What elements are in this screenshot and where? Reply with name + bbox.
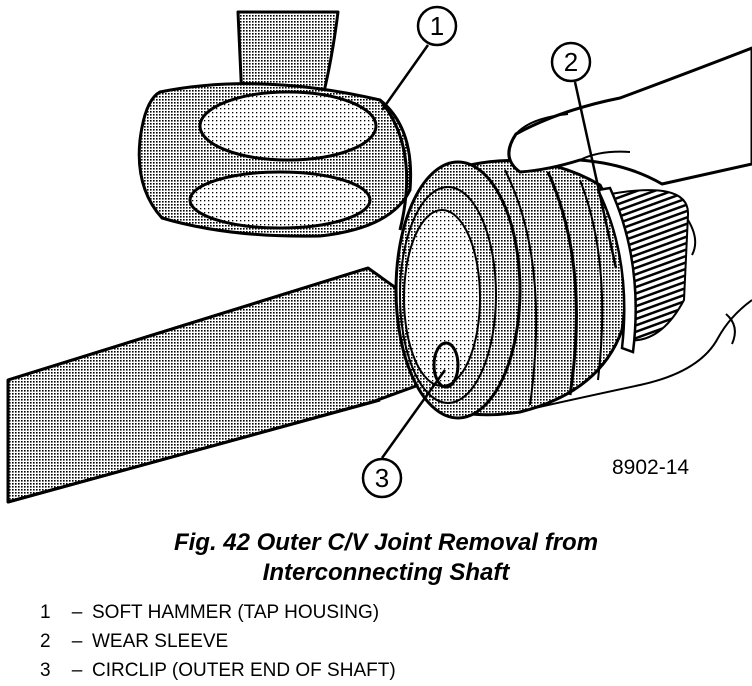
cv-joint-housing — [394, 159, 627, 420]
legend-item: 2–WEAR SLEEVE — [40, 627, 740, 656]
legend-item: 3–CIRCLIP (OUTER END OF SHAFT) — [40, 656, 740, 685]
legend-dash: – — [71, 631, 83, 652]
legend-text: CIRCLIP (OUTER END OF SHAFT) — [92, 660, 396, 681]
legend-number: 3 — [40, 660, 51, 681]
figure-code: 8902-14 — [612, 456, 689, 479]
soft-hammer — [137, 10, 413, 238]
callout-2-leader — [573, 81, 618, 269]
callout-2: 2 — [550, 41, 592, 83]
svg-text:3: 3 — [375, 463, 389, 493]
legend: 1–SOFT HAMMER (TAP HOUSING) 2–WEAR SLEEV… — [40, 598, 740, 685]
callout-1: 1 — [416, 5, 458, 47]
interconnecting-shaft — [6, 266, 440, 504]
legend-number: 1 — [40, 602, 51, 623]
technician-hand — [507, 46, 752, 411]
figure-caption: Fig. 42 Outer C/V Joint Removal from Int… — [0, 528, 752, 588]
wear-sleeve — [596, 186, 637, 354]
callout-1-leader — [380, 44, 430, 111]
legend-dash: – — [71, 660, 83, 681]
legend-text: SOFT HAMMER (TAP HOUSING) — [92, 602, 380, 623]
circlip — [432, 341, 460, 389]
callout-3: 3 — [361, 457, 403, 499]
callout-3-leader — [380, 369, 447, 459]
svg-text:1: 1 — [430, 11, 444, 41]
caption-line-1: Fig. 42 Outer C/V Joint Removal from — [173, 529, 599, 556]
legend-dash: – — [71, 602, 83, 623]
caption-line-2: Interconnecting Shaft — [262, 559, 510, 586]
legend-text: WEAR SLEEVE — [92, 631, 229, 652]
legend-item: 1–SOFT HAMMER (TAP HOUSING) — [40, 598, 740, 627]
svg-text:2: 2 — [564, 47, 578, 77]
legend-number: 2 — [40, 631, 51, 652]
